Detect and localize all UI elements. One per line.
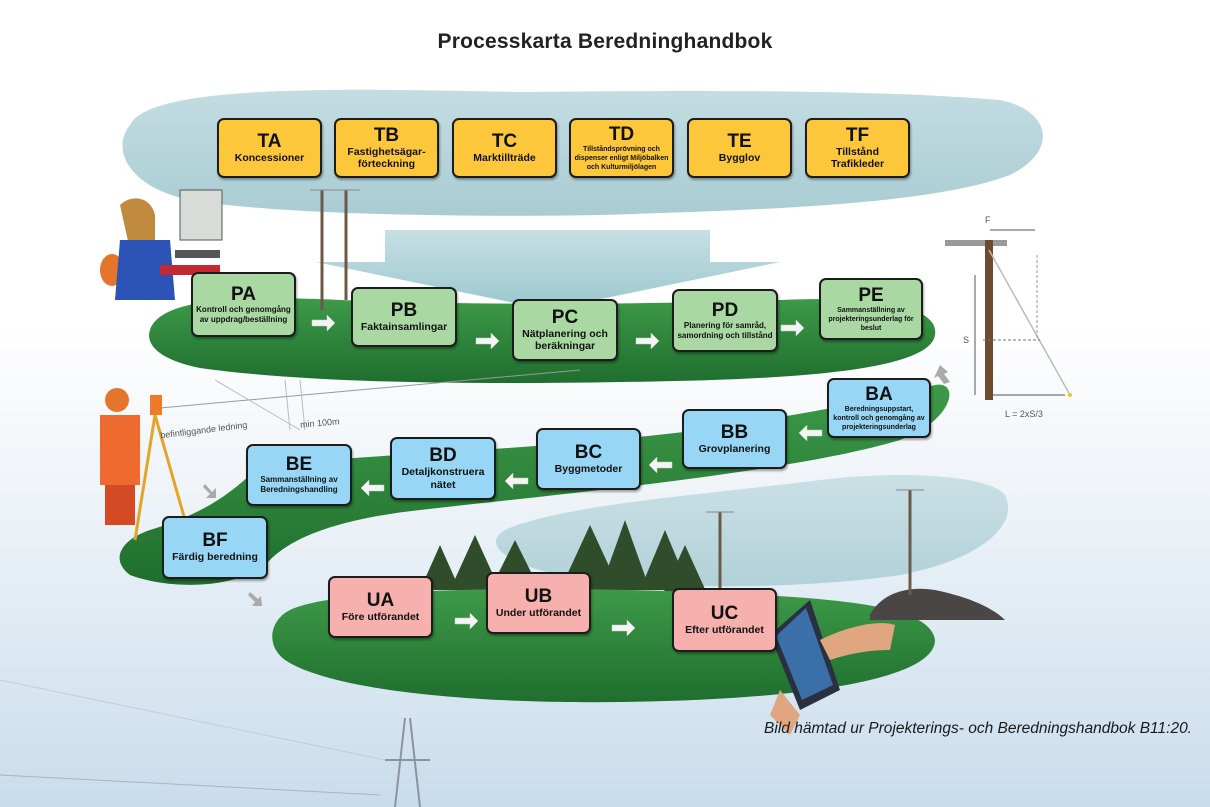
step-bb[interactable]: BB Grovplanering (682, 409, 787, 469)
step-label: Bygglov (718, 151, 761, 164)
step-label: Kontroll och genomgång av uppdrag/bestäl… (196, 304, 291, 324)
step-code: UA (366, 589, 395, 611)
arrow-ub-uc (611, 619, 636, 637)
arrow-bc-bd (504, 472, 529, 490)
pole-diagram (945, 229, 1072, 400)
arrow-bd-be (360, 479, 385, 497)
power-poles (320, 190, 912, 600)
step-ta[interactable]: TA Koncessioner (217, 118, 322, 178)
arrow-pc-pd (635, 332, 660, 350)
step-label: Planering för samråd, samordning och til… (677, 320, 773, 340)
step-td[interactable]: TD Tillståndsprövning och dispenser enli… (569, 118, 674, 178)
step-label: Tillståndsprövning och dispenser enligt … (574, 145, 669, 171)
tablet-hand (770, 600, 895, 735)
pylon (0, 679, 430, 807)
step-label: Koncessioner (234, 151, 305, 164)
step-label: Faktainsamlingar (360, 320, 448, 333)
step-ba[interactable]: BA Beredningsuppstart, kontroll och geno… (827, 378, 931, 438)
step-pd[interactable]: PD Planering för samråd, samordning och … (672, 289, 778, 352)
step-pc[interactable]: PC Nätplanering och beräkningar (512, 299, 618, 361)
arrow-bf-ua (248, 592, 262, 606)
step-be[interactable]: BE Sammanställning av Beredningshandling (246, 444, 352, 506)
step-label: Nätplanering och beräkningar (522, 327, 608, 353)
step-code: PD (711, 299, 739, 321)
step-label: Byggmetoder (554, 462, 623, 475)
arrow-pe-ba (934, 365, 950, 384)
surveyor (100, 388, 187, 541)
step-uc[interactable]: UC Efter utförandet (672, 588, 777, 652)
step-tf[interactable]: TF Tillstånd Trafikleder (805, 118, 910, 178)
down-arrow (316, 230, 780, 310)
step-label: Färdig beredning (172, 551, 258, 564)
step-code: TC (491, 130, 518, 152)
step-code: BF (202, 530, 228, 552)
arrow-ua-ub (454, 612, 479, 630)
flow-arrows (311, 314, 823, 637)
step-code: PC (551, 306, 579, 328)
arrow-be-bf (203, 484, 216, 498)
step-label: Före utförandet (341, 610, 420, 623)
woman-at-computer (100, 189, 223, 300)
step-label: Sammanställning av projekteringsunderlag… (828, 306, 914, 332)
step-code: UC (710, 602, 739, 624)
step-code: BD (429, 445, 457, 466)
step-code: PA (231, 283, 256, 305)
rock (870, 588, 1005, 620)
arrow-ba-bb (798, 424, 823, 442)
height-label: S (963, 335, 970, 345)
step-bc[interactable]: BC Byggmetoder (536, 428, 641, 490)
step-pe[interactable]: PE Sammanställning av projekteringsunder… (819, 278, 923, 340)
arrow-pa-pb (311, 314, 336, 332)
step-code: BE (285, 454, 313, 475)
step-label: Sammanställning av Beredningshandling (260, 475, 338, 494)
step-code: TE (727, 130, 752, 152)
arrow-bb-bc (648, 456, 673, 474)
step-label: Beredningsuppstart, kontroll och genomgå… (833, 405, 925, 431)
force-label: F (985, 215, 991, 225)
step-pb[interactable]: PB Faktainsamlingar (351, 287, 457, 347)
step-code: TA (257, 130, 282, 152)
step-label: Detaljkonstruera nätet (401, 466, 485, 491)
step-code: PB (390, 299, 418, 321)
step-bd[interactable]: BD Detaljkonstruera nätet (390, 437, 496, 500)
step-tc[interactable]: TC Marktillträde (452, 118, 557, 178)
step-label: Tillstånd Trafikleder (830, 145, 885, 171)
step-code: BA (865, 383, 893, 405)
formula-label: L = 2xS/3 (1005, 409, 1043, 419)
step-label: Grovplanering (698, 442, 771, 455)
step-label: Marktillträde (473, 151, 536, 164)
step-code: TB (373, 124, 400, 146)
step-ub[interactable]: UB Under utförandet (486, 572, 591, 634)
step-label: Under utförandet (495, 606, 582, 619)
image-caption: Bild hämtad ur Projekterings- och Beredn… (764, 720, 1192, 737)
step-code: BB (720, 421, 749, 443)
step-pa[interactable]: PA Kontroll och genomgång av uppdrag/bes… (191, 272, 296, 337)
step-code: TD (608, 123, 635, 145)
page-title: Processkarta Beredninghandbok (437, 30, 773, 53)
step-tb[interactable]: TB Fastighetsägar-förteckning (334, 118, 439, 178)
step-code: PE (858, 284, 884, 306)
step-bf[interactable]: BF Färdig beredning (162, 516, 268, 579)
step-label: Fastighetsägar-förteckning (347, 145, 426, 171)
step-label: Efter utförandet (685, 623, 764, 636)
arrow-pb-pc (475, 332, 500, 350)
step-code: TF (845, 124, 870, 146)
step-ua[interactable]: UA Före utförandet (328, 576, 433, 638)
step-te[interactable]: TE Bygglov (687, 118, 792, 178)
arrow-pd-pe (780, 319, 805, 337)
step-code: BC (574, 441, 603, 463)
step-code: UB (524, 585, 553, 607)
